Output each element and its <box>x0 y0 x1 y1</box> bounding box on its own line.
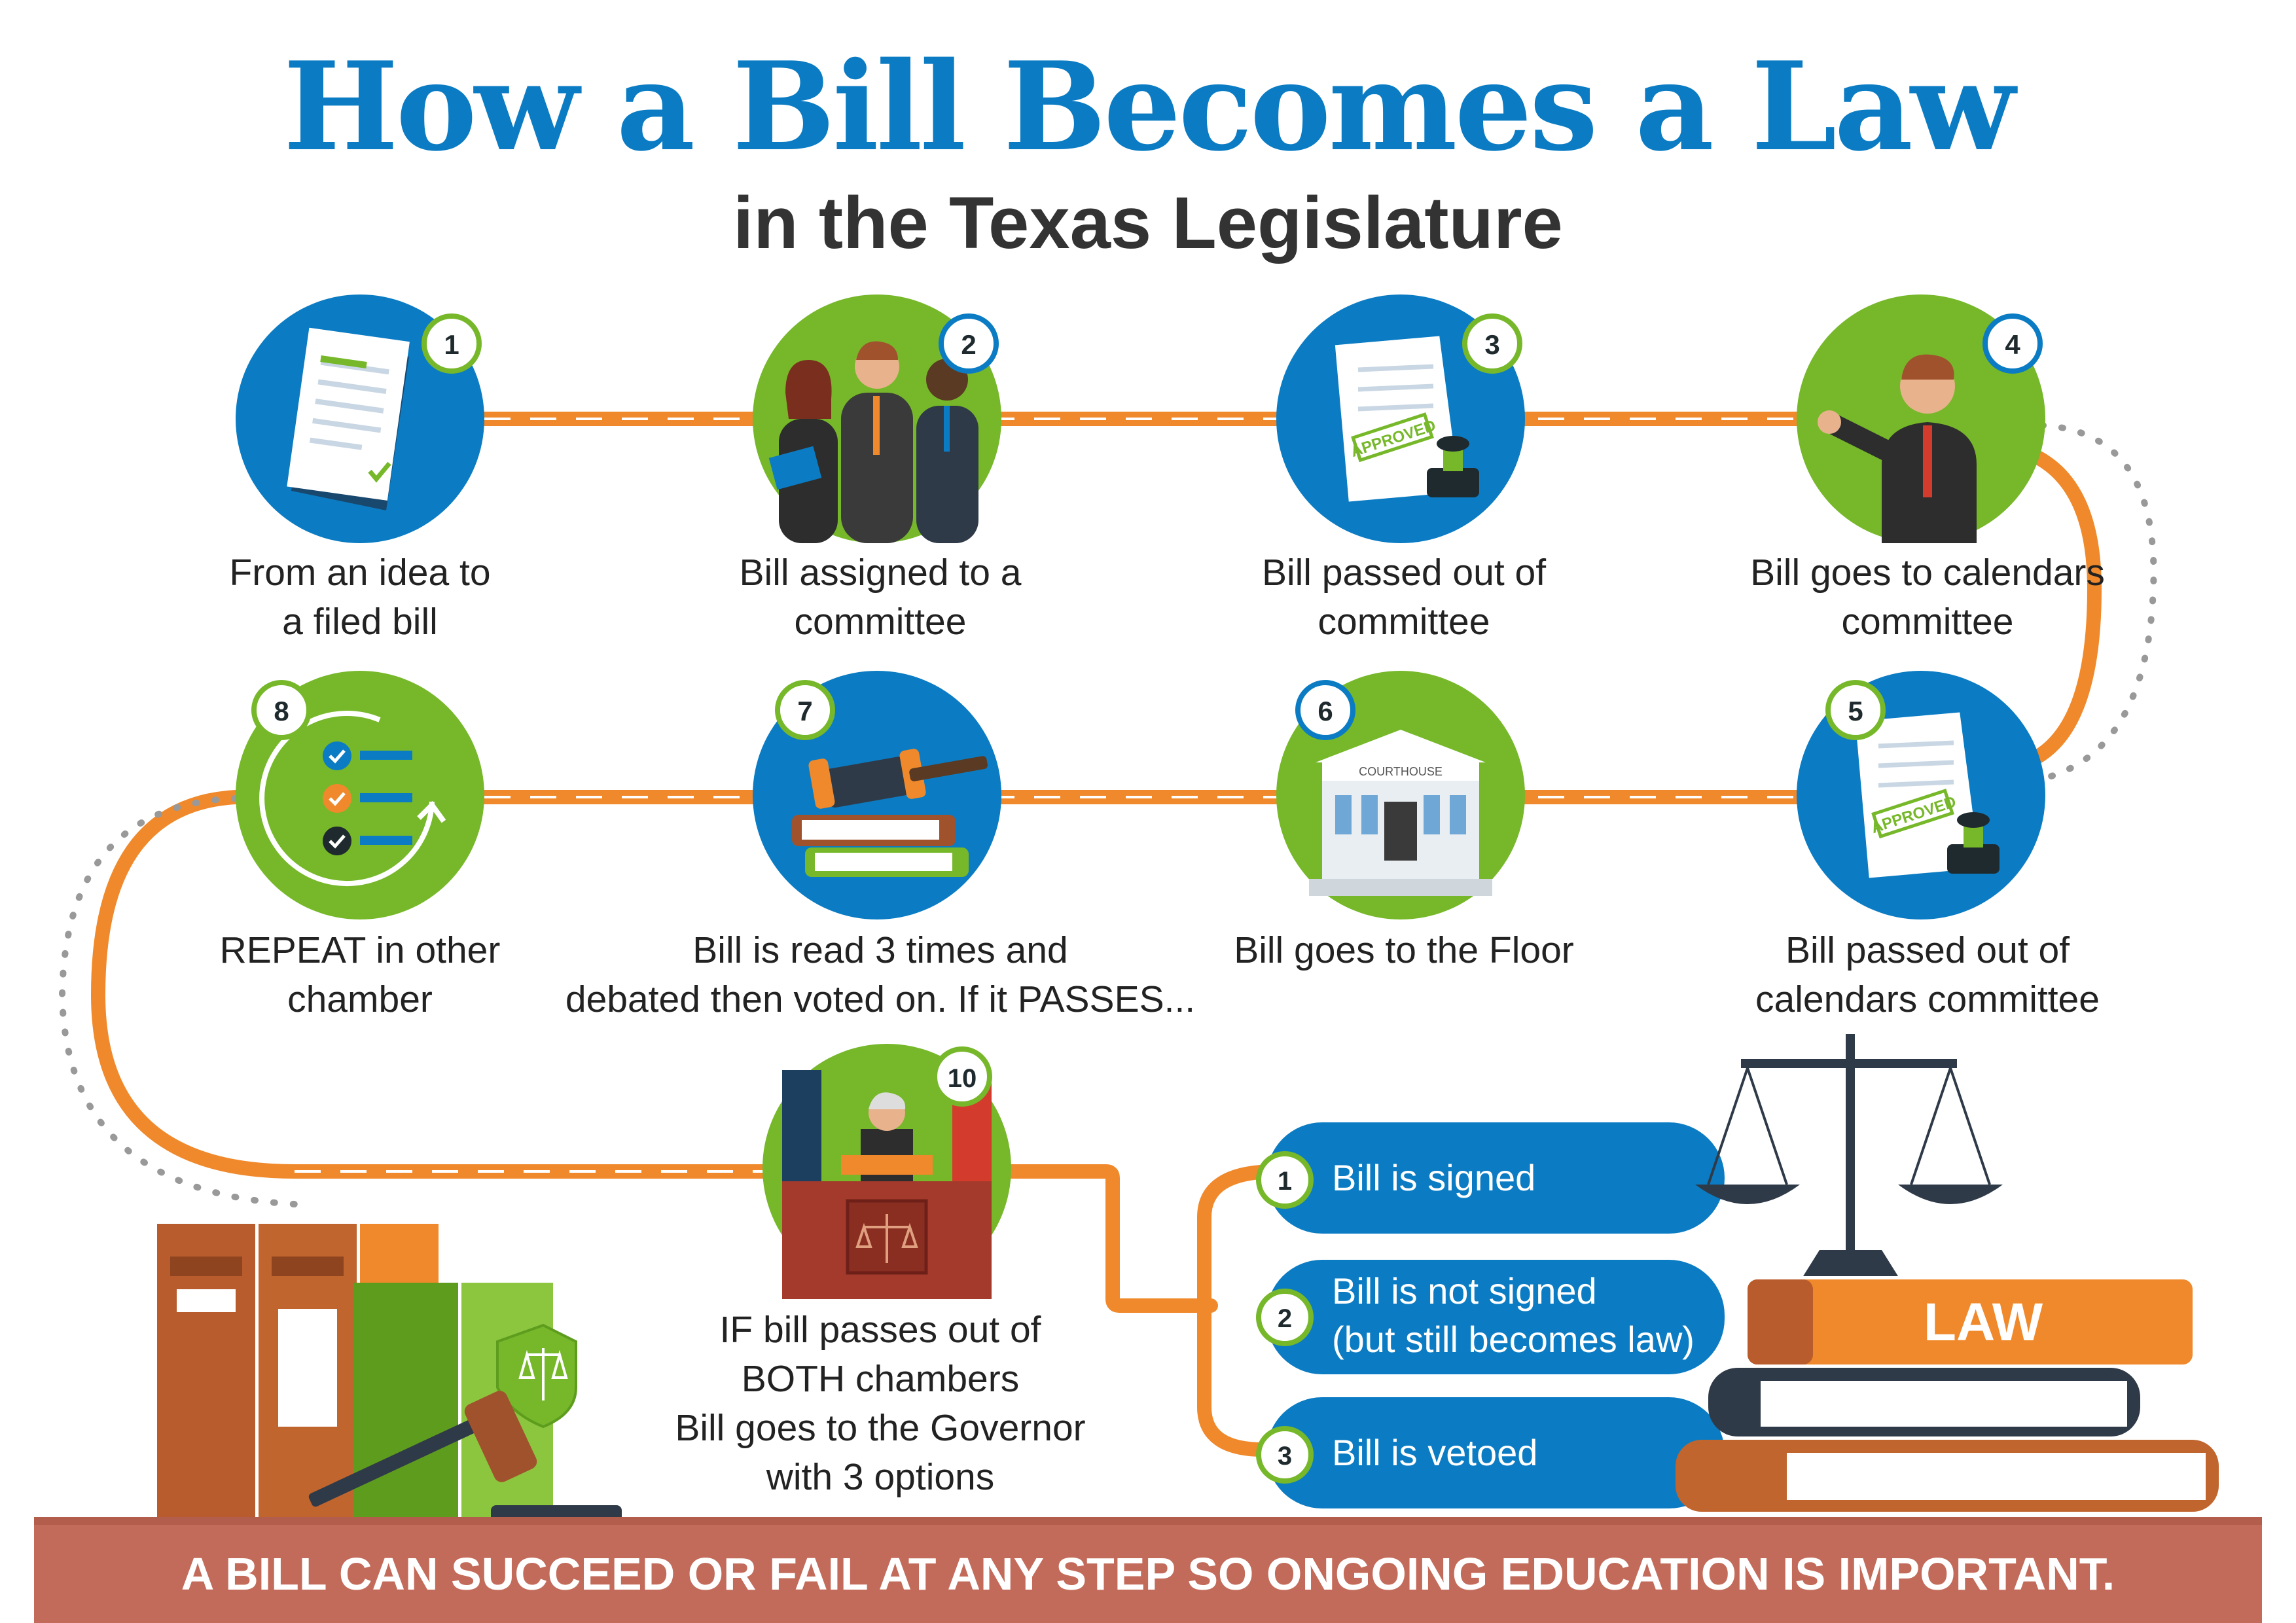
law-books-scale-illustration: LAW <box>1676 1034 2219 1512</box>
svg-text:1: 1 <box>444 329 459 360</box>
courthouse-icon: COURTHOUSE <box>1309 730 1492 896</box>
svg-text:3: 3 <box>1484 329 1499 360</box>
connector-left-curve <box>90 790 780 1179</box>
svg-text:2: 2 <box>1278 1304 1292 1333</box>
step-1-badge: 1 <box>422 313 482 374</box>
option-3-badge: 3 <box>1256 1426 1314 1484</box>
checklist-icon <box>259 711 446 887</box>
step-5-badge: 5 <box>1825 680 1886 740</box>
option-not-signed: Bill is not signed(but still becomes law… <box>1266 1260 1725 1374</box>
svg-text:4: 4 <box>2005 329 2020 360</box>
option-not-signed-text: Bill is not signed(but still becomes law… <box>1332 1270 1695 1360</box>
step-2-badge: 2 <box>939 313 999 374</box>
step-10-badge: 10 <box>932 1046 992 1107</box>
footer-text: A BILL CAN SUCCEED OR FAIL AT ANY STEP S… <box>181 1548 2115 1599</box>
step-4-circle <box>1797 294 2045 543</box>
step-1-circle <box>236 294 484 543</box>
option-vetoed: Bill is vetoed <box>1266 1397 1725 1508</box>
step-6-badge: 6 <box>1295 680 1355 740</box>
option-vetoed-text: Bill is vetoed <box>1332 1432 1538 1473</box>
step-3-circle: APPROVED <box>1276 294 1525 543</box>
option-2-badge: 2 <box>1256 1289 1314 1346</box>
svg-text:5: 5 <box>1848 696 1863 726</box>
law-book-label: LAW <box>1924 1293 2043 1352</box>
governor-podium-icon <box>782 1070 992 1299</box>
step-6-caption: Bill goes to the Floor <box>1234 929 1574 971</box>
left-books-illustration <box>157 1224 622 1525</box>
approved-document-icon: APPROVED <box>1335 336 1479 502</box>
option-signed: Bill is signed <box>1266 1122 1725 1234</box>
connector-to-options <box>1001 1164 1218 1313</box>
svg-text:1: 1 <box>1278 1167 1292 1196</box>
step-10-circle <box>762 1044 1011 1299</box>
presenter-icon <box>1818 354 1977 543</box>
dotted-left-arc <box>58 795 298 1207</box>
svg-text:COURTHOUSE: COURTHOUSE <box>1359 765 1443 778</box>
approved-document-icon: APPROVED <box>1855 712 2000 878</box>
option-1-badge: 1 <box>1256 1151 1314 1209</box>
svg-text:7: 7 <box>797 696 812 726</box>
gavel-books-icon <box>792 749 988 877</box>
step-2-circle <box>753 294 1001 543</box>
step-3-badge: 3 <box>1462 313 1522 374</box>
scale-icon <box>1695 1034 2003 1276</box>
svg-text:10: 10 <box>948 1064 977 1093</box>
svg-text:3: 3 <box>1278 1442 1292 1471</box>
step-8-badge: 8 <box>251 680 312 740</box>
step-4-badge: 4 <box>1982 313 2043 374</box>
connector-options-branch <box>1197 1164 1283 1457</box>
svg-text:6: 6 <box>1318 696 1333 726</box>
svg-text:2: 2 <box>961 329 976 360</box>
document-icon <box>287 327 410 510</box>
page-subtitle: in the Texas Legislature <box>733 182 1563 264</box>
svg-text:8: 8 <box>274 696 289 726</box>
option-signed-text: Bill is signed <box>1332 1157 1536 1198</box>
page-title: How a Bill Becomes a Law <box>283 35 2015 178</box>
footer-banner: A BILL CAN SUCCEED OR FAIL AT ANY STEP S… <box>34 1525 2262 1623</box>
step-7-badge: 7 <box>775 680 835 740</box>
